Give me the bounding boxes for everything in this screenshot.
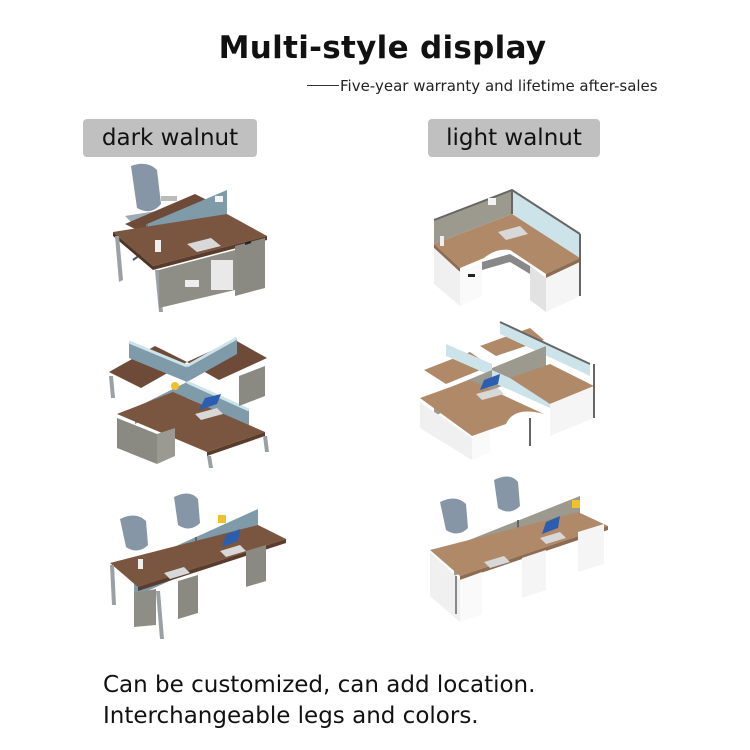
product-image-single-desk-dark [95,162,275,327]
subtitle: Five-year warranty and lifetime after-sa… [307,77,658,95]
dark-walnut-label: dark walnut [83,119,257,157]
caption-line-2: Interchangeable legs and colors. [103,703,479,729]
chair-icon [440,476,520,534]
light-walnut-label: light walnut [428,119,600,157]
page-title: Multi-style display [218,30,547,66]
product-image-cluster-light [410,318,610,463]
footer-caption: Can be customized, can add location. Int… [103,670,535,732]
chair-icon [120,493,200,551]
subtitle-text: Five-year warranty and lifetime after-sa… [340,77,658,95]
caption-line-1: Can be customized, can add location. [103,672,536,698]
product-image-double-desk-dark [98,485,293,640]
product-image-l-desk-light [420,178,600,313]
product-image-double-desk-light [418,472,613,627]
product-image-cross-dark [95,328,280,468]
dash-decoration [307,85,339,86]
